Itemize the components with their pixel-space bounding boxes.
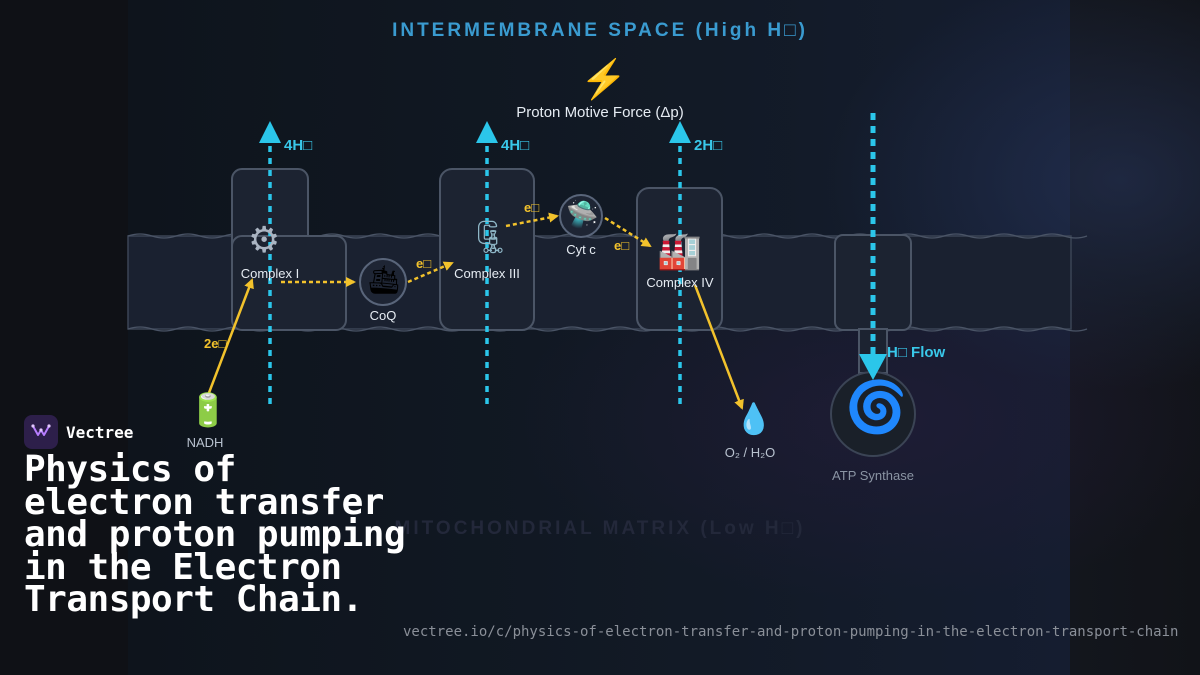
electron-arrow-complex-iii-to-cyt-c [505,212,559,228]
proton-arrowhead-complex-i [259,121,281,143]
electron-label-cyt-c: e□ [524,200,540,215]
complex-iv-label: Complex IV [646,275,714,290]
cyt-c-circle [559,194,603,238]
complex-iii-proton-label: 4H□ [501,137,530,154]
electron-label-nadh: 2e□ [204,336,227,351]
complex-i-label: Complex I [240,266,300,281]
coq-label: CoQ [369,308,397,323]
brand-name: Vectree [66,423,134,442]
coq-circle [359,258,407,306]
atp-synthase-label: ATP Synthase [832,468,914,483]
headline: Physics of electron transfer and proton … [24,449,406,620]
proton-flow-arrowhead-atp [859,354,887,380]
gear-icon: ⚙ [248,219,281,260]
source-url[interactable]: vectree.io/c/physics-of-electron-transfe… [403,624,1179,640]
atp-synthase-flow-label: H□ Flow [887,344,946,361]
nadh-label: NADH [186,435,224,450]
intermembrane-space-title: INTERMEMBRANE SPACE (High H□) [392,20,808,41]
electron-arrow-complex-iv-to-water [693,284,744,410]
vectree-logo-icon [24,415,58,449]
electron-arrow-cyt-c-to-complex-iv [604,216,652,248]
factory-icon: 🏭 [657,230,702,271]
complex-i-proton-label: 4H□ [284,137,313,154]
complex-iii-label: Complex III [454,266,520,281]
ufo-icon: 🛸 [566,199,599,229]
electron-arrow-coq-to-complex-iii [407,261,454,284]
ship-icon: 🛳 [366,264,402,295]
matrix-title: MITOCHONDRIAL MATRIX (Low H□) [394,518,806,539]
cyt-c-label: Cyt c [566,242,596,257]
electron-label-coq: e□ [416,256,432,271]
battery-icon: 🔋 [188,392,228,428]
proton-arrowhead-complex-iii [476,121,498,143]
electron-label-complex-iv: e□ [614,238,630,253]
water-label: O₂ / H₂O [724,445,776,460]
proton-motive-force-label: Proton Motive Force (Δp) [516,104,684,121]
lightning-icon: ⚡ [580,59,628,101]
clamp-icon: 🗜 [470,219,511,255]
proton-arrowhead-complex-iv [669,121,691,143]
complex-iv-proton-label: 2H□ [694,137,723,154]
droplet-icon: 💧 [735,403,773,436]
electron-arrow-nadh-to-complex-i [205,278,254,399]
cyclone-icon: 🌀 [845,379,908,435]
